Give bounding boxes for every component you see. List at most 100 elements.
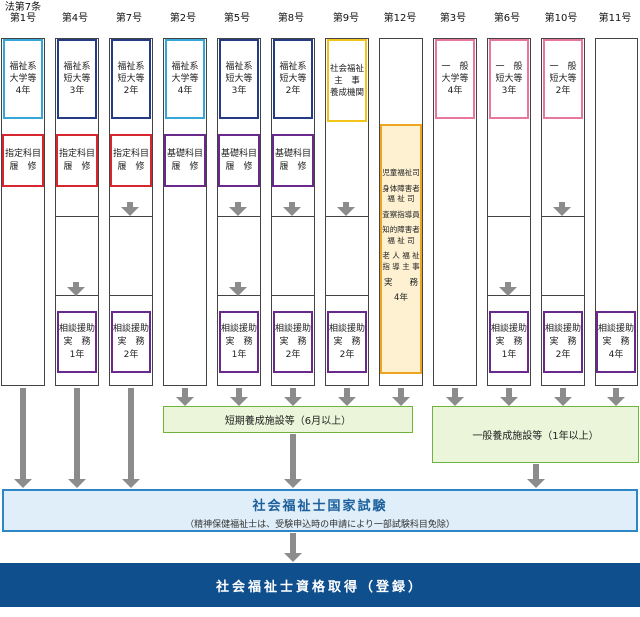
col12-line: 知的障害者 bbox=[382, 225, 420, 234]
qual-years: 4年 bbox=[447, 86, 463, 96]
header-col-7: 第9号 bbox=[323, 13, 369, 24]
header-col-11: 第10号 bbox=[538, 13, 584, 24]
arrow-col1-to-exam bbox=[14, 388, 32, 488]
header-col-1: 法第7条 第1号 bbox=[0, 2, 46, 24]
practice-line: 実 務 bbox=[333, 336, 361, 347]
col12-line: 福 祉 司 bbox=[387, 235, 415, 245]
arrow-col11-to-general bbox=[607, 388, 625, 406]
arrow-down-small bbox=[229, 282, 247, 296]
qual-box-welfare-officer: 社会福祉 主 事 養成機関 bbox=[327, 39, 367, 122]
qual-box-welfare-jc-8: 福祉系 短大等 2年 bbox=[273, 39, 313, 119]
practice-years: 1年 bbox=[501, 349, 517, 360]
header-number: 第2号 bbox=[169, 13, 197, 24]
arrow-down-small bbox=[283, 202, 301, 216]
arrow-down-small bbox=[121, 202, 139, 216]
qual-line: 一 般 bbox=[495, 62, 523, 72]
practice-box-4: 相談援助 実 務 1年 bbox=[57, 311, 97, 373]
header-col-8: 第12号 bbox=[377, 13, 423, 24]
practice-box-11: 相談援助 実 務 4年 bbox=[596, 311, 636, 373]
practice-years: 1年 bbox=[69, 349, 85, 360]
subject-line: 履 修 bbox=[117, 161, 145, 172]
practice-box-10: 相談援助 実 務 2年 bbox=[543, 311, 583, 373]
subject-box-basic-2: 基礎科目 履 修 bbox=[164, 134, 206, 187]
arrow-col7-to-exam bbox=[122, 388, 140, 488]
subject-line: 指定科目 bbox=[58, 148, 95, 159]
practice-line: 実 務 bbox=[495, 336, 523, 347]
qual-line: 一 般 bbox=[441, 62, 469, 72]
qual-line: 短大等 bbox=[549, 74, 577, 84]
subject-line: 履 修 bbox=[171, 161, 199, 172]
subject-box-basic-5: 基礎科目 履 修 bbox=[218, 134, 260, 187]
subject-box-designated-1: 指定科目 履 修 bbox=[2, 134, 44, 187]
practice-line: 相談援助 bbox=[221, 323, 258, 334]
practice-line: 実 務 bbox=[602, 336, 630, 347]
inner-box-8 bbox=[271, 216, 315, 296]
arrow-down-small bbox=[67, 282, 85, 296]
qual-box-welfare-univ-1: 福祉系 大学等 4年 bbox=[3, 39, 43, 119]
qual-box-welfare-jc-7: 福祉系 短大等 2年 bbox=[111, 39, 151, 119]
qual-line: 福祉系 bbox=[63, 62, 91, 72]
qual-box-welfare-jc-5: 福祉系 短大等 3年 bbox=[219, 39, 259, 119]
arrow-down-small bbox=[553, 202, 571, 216]
subject-line: 指定科目 bbox=[112, 148, 149, 159]
arrow-down-small bbox=[499, 282, 517, 296]
practice-line: 実 務 bbox=[279, 336, 307, 347]
short-training-label: 短期養成施設等（6月以上） bbox=[224, 416, 352, 427]
header-col-4: 第2号 bbox=[160, 13, 206, 24]
subject-line: 履 修 bbox=[63, 161, 91, 172]
qual-years: 2年 bbox=[123, 86, 139, 96]
subject-box-basic-8: 基礎科目 履 修 bbox=[272, 134, 314, 187]
arrow-exam-to-qualification bbox=[284, 533, 302, 562]
arrow-col6-to-general bbox=[500, 388, 518, 406]
header-number: 第7号 bbox=[115, 13, 143, 24]
practice-box-7: 相談援助 実 務 2年 bbox=[111, 311, 151, 373]
practice-line: 相談援助 bbox=[491, 323, 528, 334]
inner-box-7 bbox=[109, 216, 153, 296]
practice-years: 2年 bbox=[339, 349, 355, 360]
qual-years: 4年 bbox=[177, 86, 193, 96]
practice-years: 1年 bbox=[231, 349, 247, 360]
arrow-general-to-exam bbox=[527, 464, 545, 488]
header-law-label: 法第7条 bbox=[4, 2, 42, 13]
arrow-down-small bbox=[337, 202, 355, 216]
header-number: 第3号 bbox=[439, 13, 467, 24]
arrow-col9-to-short bbox=[338, 388, 356, 406]
arrow-col3-to-general bbox=[446, 388, 464, 406]
general-training-label: 一般養成施設等（1年以上） bbox=[472, 431, 599, 442]
qual-box-welfare-jc-4: 福祉系 短大等 3年 bbox=[57, 39, 97, 119]
subject-line: 履 修 bbox=[225, 161, 253, 172]
col12-line: 査察指導員 bbox=[382, 209, 420, 219]
qual-line: 福祉系 bbox=[225, 62, 253, 72]
qual-line: 大学等 bbox=[9, 74, 37, 84]
header-number: 第4号 bbox=[61, 13, 89, 24]
qualification-banner: 社会福祉士資格取得（登録） bbox=[0, 563, 640, 607]
header-col-2: 第4号 bbox=[52, 13, 98, 24]
qual-years: 3年 bbox=[69, 86, 85, 96]
col12-line: 4年 bbox=[394, 292, 408, 303]
qual-years: 4年 bbox=[15, 86, 31, 96]
practice-line: 相談援助 bbox=[113, 323, 150, 334]
header-number: 第9号 bbox=[332, 13, 360, 24]
subject-box-designated-7: 指定科目 履 修 bbox=[110, 134, 152, 187]
arrow-col5-to-short bbox=[230, 388, 248, 406]
qual-line: 福祉系 bbox=[117, 62, 145, 72]
header-col-3: 第7号 bbox=[106, 13, 152, 24]
qual-line: 短大等 bbox=[117, 74, 145, 84]
qual-line: 養成機関 bbox=[329, 87, 364, 98]
arrow-col8-to-short bbox=[284, 388, 302, 406]
subject-line: 基礎科目 bbox=[166, 148, 203, 159]
subject-box-designated-4: 指定科目 履 修 bbox=[56, 134, 98, 187]
header-number: 第8号 bbox=[277, 13, 305, 24]
header-number: 第1号 bbox=[9, 13, 37, 24]
practice-line: 相談援助 bbox=[545, 323, 582, 334]
qual-line: 一 般 bbox=[549, 62, 577, 72]
practice-line: 実 務 bbox=[225, 336, 253, 347]
col12-practice-box: 児童福祉司 身体障害者 福 祉 司 査察指導員 知的障害者 福 祉 司 老 人 … bbox=[380, 124, 422, 374]
practice-line: 実 務 bbox=[63, 336, 91, 347]
practice-box-9: 相談援助 実 務 2年 bbox=[327, 311, 367, 373]
subject-line: 履 修 bbox=[279, 161, 307, 172]
national-exam-box: 社会福祉士国家試験 （精神保健福祉士は、受験申込時の申請により一部試験科目免除） bbox=[2, 489, 638, 532]
national-exam-note: （精神保健福祉士は、受験申込時の申請により一部試験科目免除） bbox=[185, 520, 455, 530]
subject-line: 履 修 bbox=[9, 161, 37, 172]
col12-line: 老 人 福 祉 bbox=[382, 251, 420, 260]
